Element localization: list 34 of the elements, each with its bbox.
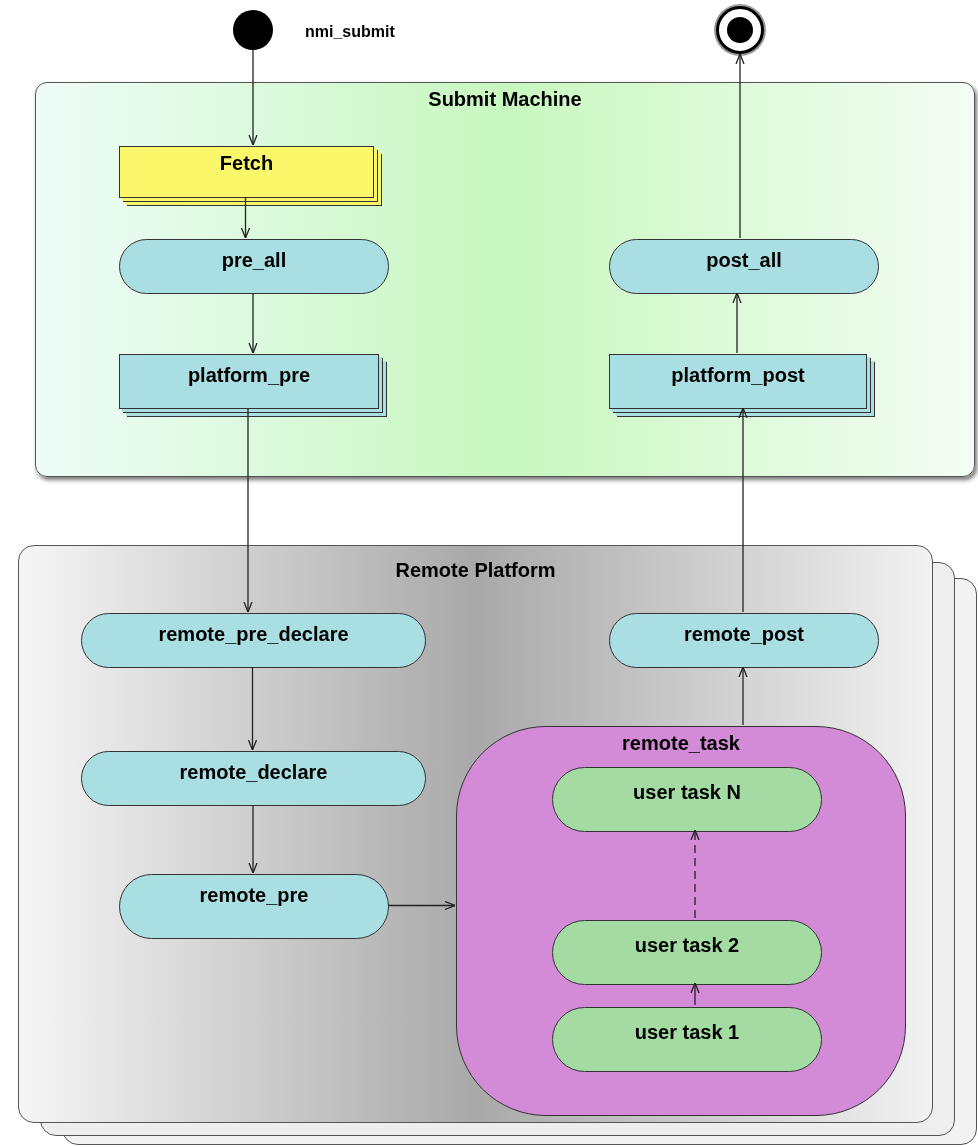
arrow	[732, 292, 742, 354]
state-label: user task 2	[634, 933, 740, 958]
arrow	[690, 829, 700, 919]
arrow	[690, 982, 700, 1006]
arrow	[247, 666, 258, 751]
state-label: Fetch	[219, 151, 274, 176]
container-title: Submit Machine	[428, 87, 582, 112]
task-container	[456, 726, 906, 1116]
arrow	[387, 900, 456, 911]
machine-container	[35, 82, 975, 477]
start-node	[233, 10, 273, 50]
state-label: remote_pre	[199, 883, 309, 908]
state-label: remote_pre_declare	[158, 622, 349, 647]
state-label: platform_pre	[187, 363, 311, 388]
state-label: remote_post	[684, 622, 804, 647]
state-label: remote_declare	[179, 760, 328, 785]
container-title: Remote Platform	[395, 558, 556, 583]
arrow	[735, 53, 745, 239]
node-caption: nmi_submit	[305, 22, 395, 42]
state-label: pre_all	[221, 248, 287, 273]
arrow	[738, 407, 748, 613]
state-label: post_all	[706, 248, 782, 273]
arrow	[248, 292, 258, 354]
arrow	[248, 804, 258, 874]
end-node	[716, 6, 764, 54]
arrow	[738, 666, 748, 726]
arrow	[248, 49, 258, 146]
arrow	[243, 407, 253, 613]
state-label: user task 1	[634, 1020, 740, 1045]
container-title: remote_task	[622, 731, 740, 756]
state-label: platform_post	[671, 363, 805, 388]
state-label: user task N	[633, 780, 741, 805]
arrow	[240, 196, 251, 239]
platform-container	[18, 545, 933, 1123]
